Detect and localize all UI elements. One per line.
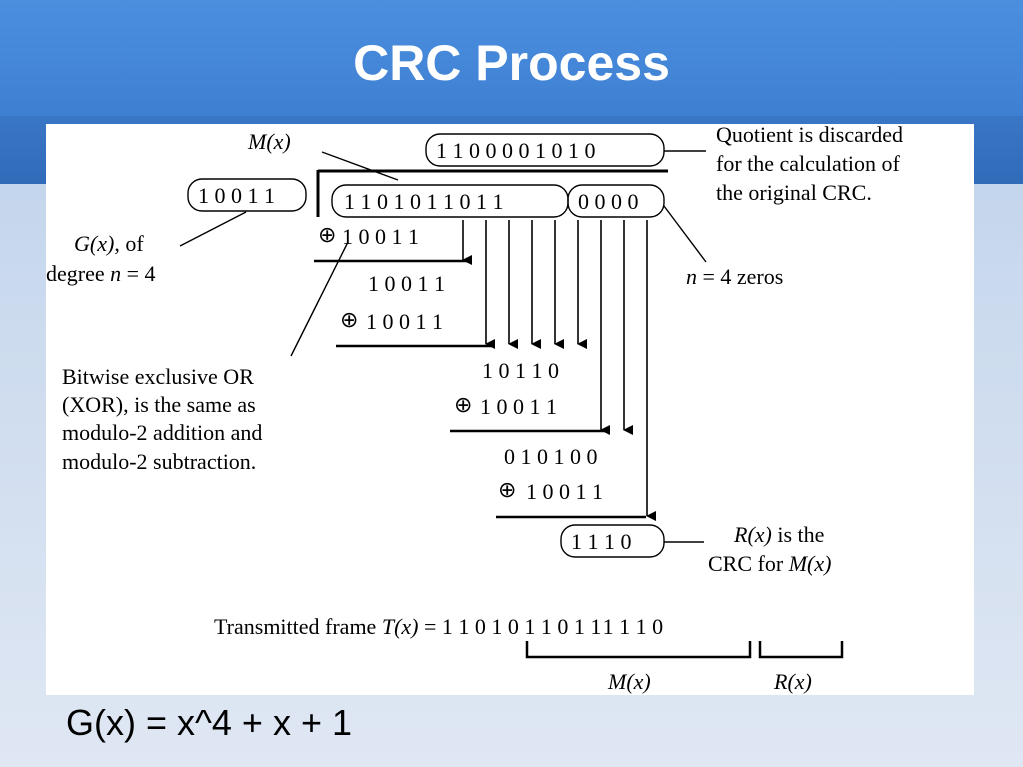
step1-xor-operand: 1 0 0 1 1 — [342, 224, 419, 249]
transmitted-m-bits: 1 1 0 1 0 1 1 0 1 1 — [442, 614, 601, 639]
zeros-value: 0 0 0 0 — [578, 189, 639, 214]
crc-diagram-svg: M(x) 1 1 0 0 0 0 1 0 1 0 Quotient is dis… — [46, 124, 903, 694]
m-bracket-label: M(x) — [607, 669, 651, 694]
transmitted-tx: T(x) — [382, 614, 419, 639]
transmitted-label: Transmitted frame — [214, 614, 382, 639]
quotient-box — [425, 133, 665, 167]
mx-label: M(x) — [247, 129, 291, 154]
crc-diagram: M(x) 1 1 0 0 0 0 1 0 1 0 Quotient is dis… — [46, 124, 974, 695]
generator-polynomial-caption: G(x) = x^4 + x + 1 — [66, 702, 352, 743]
transmitted-r-bits: 1 1 1 0 — [603, 614, 664, 639]
remainder-box — [560, 524, 665, 558]
gx-degree-pre: degree — [46, 261, 110, 286]
rx-note-name: R(x) — [733, 522, 772, 547]
n-zeros-rest: = 4 zeros — [697, 264, 783, 289]
mx-pointer-line — [321, 151, 399, 181]
slide-title: CRC Process — [353, 35, 670, 91]
step1-xor-symbol: ⊕ — [318, 222, 336, 247]
gx-degree: degree n = 4 — [46, 261, 156, 286]
step3-xor-symbol: ⊕ — [454, 392, 472, 417]
message-value: 1 1 0 1 0 1 1 0 1 1 — [344, 189, 504, 214]
n-zeros-n: n — [686, 264, 697, 289]
gx-label: G(x), of — [74, 231, 144, 256]
rx-note-line2-mx: M(x) — [788, 551, 832, 576]
gx-degree-post: = 4 — [121, 261, 155, 286]
gx-label-name: G(x) — [74, 231, 114, 256]
step2-xor-operand: 1 0 0 1 1 — [366, 309, 443, 334]
divisor-box — [187, 178, 307, 212]
quotient-note-line-1: Quotient is discarded — [716, 124, 903, 147]
transmitted-eq: = — [418, 614, 441, 639]
xor-note-line-1: Bitwise exclusive OR — [62, 364, 254, 389]
xor-note-line-3: modulo-2 addition and — [62, 420, 262, 445]
slide-header: CRC Process — [0, 0, 1023, 116]
xor-note-pointer-line — [290, 241, 349, 357]
xor-note-line-2: (XOR), is the same as — [62, 392, 256, 417]
remainder-value: 1 1 1 0 — [571, 529, 632, 554]
rx-note-line-1: R(x) is the — [733, 522, 824, 547]
zeros-box — [567, 184, 665, 218]
n-zeros-label: n = 4 zeros — [686, 264, 783, 289]
gx-label-rest: , of — [114, 231, 144, 256]
m-bracket — [525, 641, 752, 659]
step3-xor-operand: 1 0 0 1 1 — [480, 394, 557, 419]
rx-note-line-2: CRC for M(x) — [708, 551, 831, 576]
bring-down-arrows — [462, 220, 656, 521]
transmitted-frame: Transmitted frame T(x) = 1 1 0 1 0 1 1 0… — [214, 614, 663, 639]
step3-dividend: 1 0 1 1 0 — [482, 358, 559, 383]
step4-dividend: 0 1 0 1 0 0 — [504, 444, 598, 469]
rx-note-line2-text: CRC for — [708, 551, 789, 576]
rx-note-rest: is the — [772, 522, 825, 547]
divisor-value: 1 0 0 1 1 — [198, 183, 275, 208]
quotient-note-line-2: for the calculation of — [716, 151, 901, 176]
r-bracket — [758, 641, 844, 659]
step2-xor-symbol: ⊕ — [340, 307, 358, 332]
gx-degree-n: n — [110, 261, 121, 286]
r-bracket-label: R(x) — [773, 669, 812, 694]
step2-dividend: 1 0 0 1 1 — [368, 271, 445, 296]
quotient-value: 1 1 0 0 0 0 1 0 1 0 — [436, 138, 596, 163]
step4-xor-operand: 1 0 0 1 1 — [526, 479, 603, 504]
gx-pointer-line — [179, 211, 247, 247]
xor-note-line-4: modulo-2 subtraction. — [62, 449, 256, 474]
step4-xor-symbol: ⊕ — [498, 477, 516, 502]
zeros-pointer-line — [663, 205, 707, 263]
quotient-note-line-3: the original CRC. — [716, 180, 872, 205]
